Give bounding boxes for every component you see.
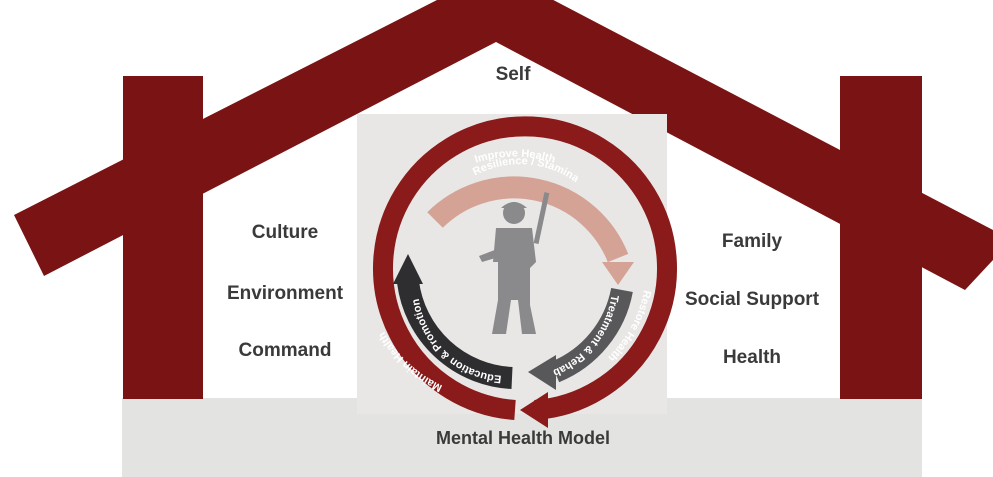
outer-ring-arrowhead	[520, 392, 548, 428]
roof	[14, 0, 993, 290]
treatment-arrow	[550, 287, 633, 383]
right-label-social-support: Social Support	[684, 289, 820, 310]
left-label-culture: Culture	[251, 222, 319, 243]
left-wall	[123, 76, 203, 399]
right-label-health: Health	[722, 347, 782, 368]
left-label-environment: Environment	[226, 283, 344, 304]
outer-ring-arc	[373, 116, 677, 420]
soldier-silhouette-icon	[479, 192, 550, 334]
education-arrow	[397, 280, 513, 389]
roof-label-self: Self	[495, 64, 531, 85]
resilience-arrowhead	[602, 262, 634, 285]
right-label-family: Family	[721, 231, 783, 252]
footer-title: Mental Health Model	[435, 428, 611, 448]
treatment-arrowhead	[528, 355, 556, 390]
left-label-command: Command	[238, 340, 332, 361]
education-arrowhead	[393, 254, 423, 284]
resilience-arrow	[427, 176, 629, 263]
